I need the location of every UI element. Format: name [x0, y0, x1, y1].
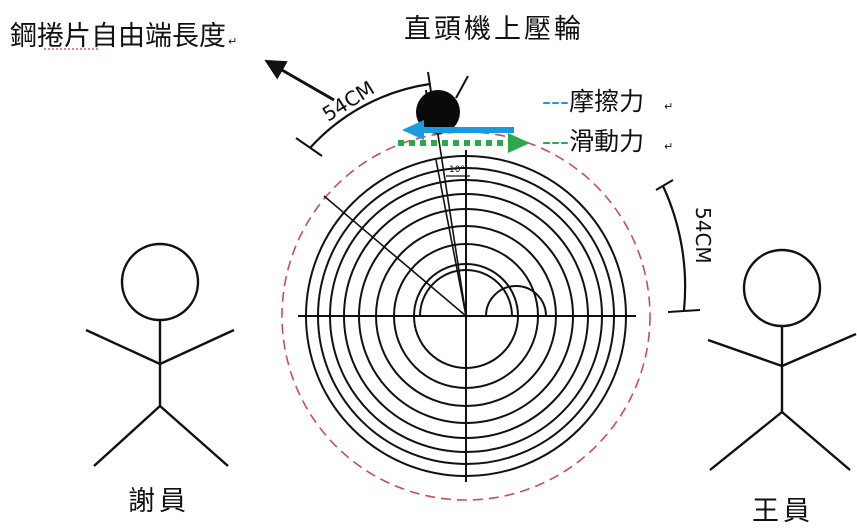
press-wheel — [416, 75, 469, 134]
free-end-length-label: 鋼捲片自由端長度 — [10, 21, 226, 52]
worker-left-label: 謝員 — [128, 486, 190, 517]
dim-right-label: 54CM — [691, 207, 715, 264]
press-wheel-label: 直頭機上壓輪 — [404, 14, 584, 45]
return-mark-1: ↵ — [228, 35, 237, 48]
free-end-arrow — [264, 59, 335, 102]
sliding-force-arrow — [398, 133, 530, 153]
stick-figure-left — [85, 242, 235, 467]
return-mark-3: ↵ — [664, 140, 673, 153]
stick-figure-right — [707, 248, 857, 471]
friction-legend: ---摩擦力 — [542, 87, 644, 116]
radial-lines — [323, 127, 467, 317]
friction-force-arrow — [402, 120, 514, 140]
sliding-legend: ---滑動力 — [542, 127, 644, 156]
angle-label: 10° — [449, 165, 465, 175]
right-dimension: 54CM — [655, 179, 715, 313]
worker-right-label: 王員 — [752, 496, 814, 527]
dim-left-label: 54CM — [318, 76, 379, 126]
return-mark-2: ↵ — [664, 100, 673, 113]
press-wheel-circle — [416, 90, 460, 134]
crosshair — [298, 150, 636, 482]
